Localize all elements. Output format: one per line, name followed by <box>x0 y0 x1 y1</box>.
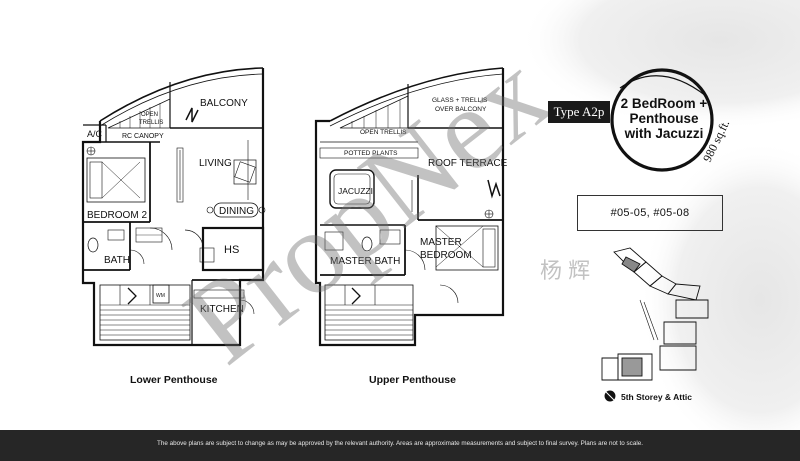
upper-open-trellis-label: OPEN TRELLIS <box>360 129 407 136</box>
roof-terrace-label: ROOF TERRACE <box>428 158 508 169</box>
upper-penthouse-caption: Upper Penthouse <box>369 374 456 386</box>
wm-label: WM <box>156 293 165 299</box>
master-bedroom-label-1: MASTER <box>420 237 462 248</box>
ac-label: A/C <box>87 129 103 139</box>
jacuzzi-label: JACUZZI <box>338 186 373 196</box>
master-bedroom-label-2: BEDROOM <box>420 250 472 261</box>
unit-numbers-box: #05-05, #05-08 <box>577 195 723 231</box>
rc-canopy-label: RC CANOPY <box>122 133 164 140</box>
master-bath-label: MASTER BATH <box>330 256 400 267</box>
hs-label: HS <box>224 244 239 256</box>
lower-balcony-label: BALCONY <box>200 98 248 109</box>
lower-penthouse-caption: Lower Penthouse <box>130 374 218 386</box>
kitchen-label: KITCHEN <box>200 304 244 315</box>
watermark-chinese: 杨 辉 <box>540 258 590 283</box>
upper-penthouse-plan <box>314 67 505 347</box>
type-circle <box>610 68 714 172</box>
unit-description: 2 BedRoom + Penthouse with Jacuzzi <box>614 96 714 141</box>
bedroom2-label: BEDROOM 2 <box>87 210 147 221</box>
glass-trellis-label-1: GLASS + TRELLIS <box>432 97 488 104</box>
unit-description-line-2: Penthouse <box>629 111 699 126</box>
lower-penthouse-plan <box>81 67 266 347</box>
type-badge: Type A2p <box>548 101 610 123</box>
lower-trellis-label: TRELLIS <box>139 120 163 126</box>
key-plan <box>601 247 709 402</box>
glass-trellis-label-2: OVER BALCONY <box>435 106 487 113</box>
unit-description-line-3: with Jacuzzi <box>624 126 704 141</box>
lower-open-label: OPEN <box>141 112 158 118</box>
footer-disclaimer: The above plans are subject to change as… <box>0 430 800 461</box>
key-plan-label: 5th Storey & Attic <box>621 392 693 402</box>
living-label: LIVING <box>199 158 232 169</box>
potted-plants-label: POTTED PLANTS <box>344 150 398 157</box>
bath-label: BATH <box>104 255 130 266</box>
dining-label: DINING <box>219 206 254 217</box>
unit-description-line-1: 2 BedRoom + <box>620 96 708 111</box>
